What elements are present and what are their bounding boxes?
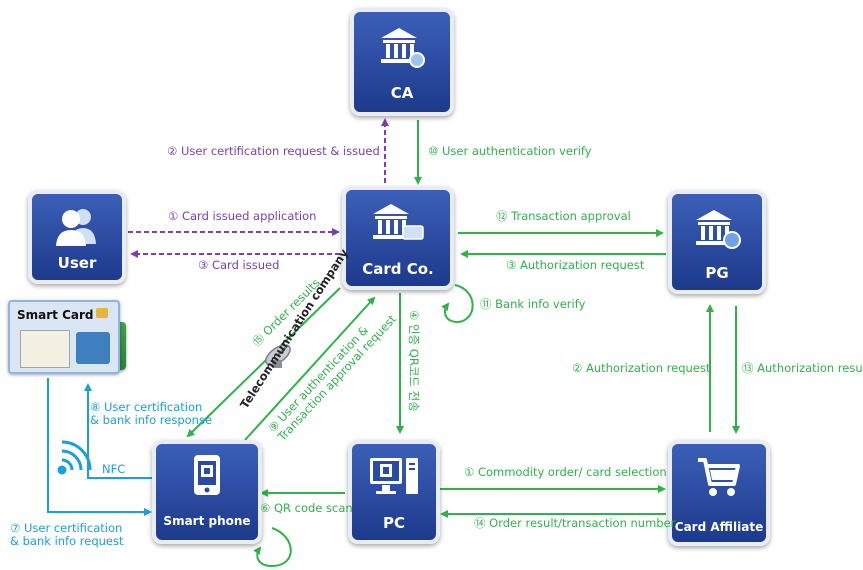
pc-label: PC	[382, 514, 405, 532]
smart-card-illustration: Smart Card	[8, 300, 126, 376]
certificate-icon	[20, 330, 70, 368]
chip-icon	[76, 332, 110, 364]
pc-qr-icon	[370, 458, 418, 494]
arrow-smartcard-to-phone-request	[47, 378, 152, 516]
label-qr-code-scan: ⑥ QR code scan	[260, 501, 353, 515]
label-user-cert-response: ⑧ User certification & bank info respons…	[90, 401, 212, 427]
label-card-issued: ③ Card issued	[198, 258, 280, 272]
users-icon	[56, 209, 96, 246]
node-pc: PC	[348, 440, 440, 544]
label-card-issued-application: ① Card issued application	[168, 209, 317, 223]
loop-bank-info-verify	[441, 284, 474, 324]
card-co-label: Card Co.	[362, 260, 434, 278]
label-user-cert-request: ② User certification request & issued	[167, 144, 380, 158]
satellite-dish-icon	[265, 344, 291, 368]
smart-card-title: Smart Card	[17, 308, 94, 322]
label-user-cert-response-line2: & bank info response	[90, 413, 213, 427]
label-user-cert-request-line2: & bank info request	[10, 534, 124, 548]
loop-smart-phone	[253, 527, 292, 568]
card-affiliate-label: Card Affiliate	[674, 520, 764, 534]
bank-refresh-icon	[696, 210, 741, 249]
node-user: User	[28, 190, 126, 284]
arrow-phone-to-cardco	[244, 296, 376, 441]
node-card-affiliate: Card Affiliate	[668, 440, 770, 546]
label-commodity-order: ① Commodity order/ card selection	[464, 465, 667, 479]
arrow-phone-to-smartcard-response	[84, 383, 152, 479]
nfc-icon	[57, 440, 92, 475]
smartphone-qr-icon	[194, 455, 220, 495]
label-authorization-result: ⑬ Authorization result	[742, 361, 863, 375]
label-user-cert-request-line1: ⑦ User certification	[10, 521, 123, 535]
arrow-cardco-to-phone	[186, 287, 341, 438]
node-card-co: Card Co.	[342, 186, 454, 290]
user-label: User	[57, 254, 97, 272]
label-nfc: NFC	[102, 462, 126, 476]
label-user-cert-request-phone: ⑦ User certification & bank info request	[10, 522, 124, 548]
label-qr-send: ④ 인증 QR코드 전송	[407, 310, 421, 412]
shopping-cart-icon	[698, 458, 740, 496]
node-smart-phone: Smart phone	[152, 440, 262, 544]
label-user-auth-verify: ⑩ User authentication verify	[428, 144, 592, 158]
node-ca: CA	[350, 8, 454, 116]
label-authorization-request-affiliate: ② Authorization request	[572, 361, 711, 375]
label-bank-info-verify: ⑪ Bank info verify	[480, 297, 586, 311]
label-transaction-approval: ⑫ Transaction approval	[496, 209, 631, 223]
ca-label: CA	[390, 84, 414, 102]
pg-label: PG	[705, 264, 729, 282]
bank-certificate-icon	[381, 28, 425, 68]
card-front: Smart Card	[8, 300, 120, 374]
label-order-result-tx: ⑭ Order result/transaction number	[474, 516, 676, 530]
smart-phone-label: Smart phone	[163, 514, 251, 528]
label-authorization-request-pg: ③ Authorization request	[506, 258, 645, 272]
node-pg: PG	[668, 190, 766, 294]
lock-icon	[96, 308, 108, 318]
label-user-cert-response-line1: ⑧ User certification	[90, 400, 203, 414]
bank-cards-icon	[373, 204, 424, 240]
